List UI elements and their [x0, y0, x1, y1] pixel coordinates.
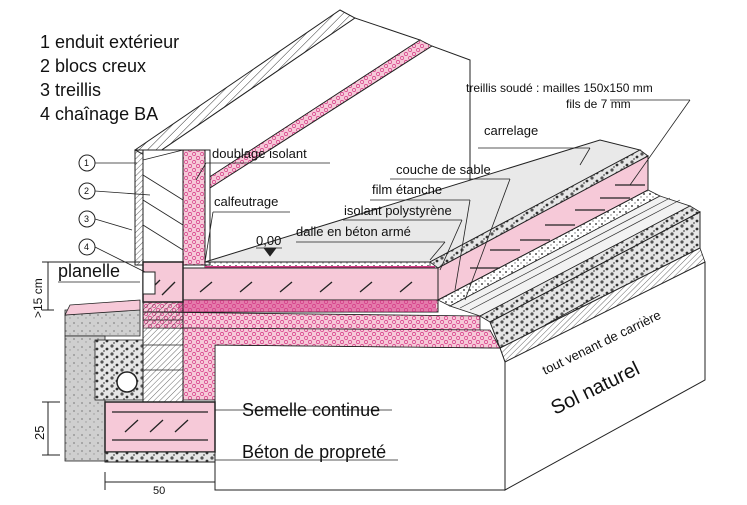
circle-markers: 1 2 3 4	[78, 154, 96, 256]
dimension-25: 25	[32, 426, 47, 440]
label-calfeutrage: calfeutrage	[214, 194, 278, 209]
label-dalle-beton-arme: dalle en béton armé	[296, 224, 411, 239]
doublage-isolant-section	[182, 149, 206, 266]
dimension-15cm: >15 cm	[31, 278, 45, 318]
slab	[142, 139, 692, 317]
semelle-shape	[104, 401, 216, 453]
legend: 1 enduit extérieur 2 blocs creux 3 treil…	[40, 32, 179, 124]
legend-item: 3 treillis	[40, 80, 101, 100]
label-niveau-zero: 0,00	[256, 233, 281, 248]
label-doublage-isolant: doublage isolant	[212, 146, 307, 161]
label-couche-sable: couche de sable	[396, 162, 491, 177]
label-planelle: planelle	[58, 261, 120, 281]
label-beton-proprete: Béton de propreté	[242, 442, 386, 462]
foundation-wall	[64, 261, 216, 463]
circle-number: 1	[84, 158, 89, 168]
enduit-section	[134, 149, 144, 266]
circle-number: 4	[84, 242, 89, 252]
legend-item: 1 enduit extérieur	[40, 32, 179, 52]
label-treillis-soude: treillis soudé : mailles 150x150 mm	[466, 81, 653, 95]
circle-number: 3	[84, 214, 89, 224]
bloc-creux-section	[142, 149, 184, 266]
dimension-50: 50	[153, 485, 165, 497]
label-carrelage: carrelage	[484, 123, 538, 138]
legend-item: 2 blocs creux	[40, 56, 146, 76]
ground	[142, 205, 706, 491]
label-fils: fils de 7 mm	[566, 97, 631, 111]
label-isolant-polystyrene: isolant polystyrène	[344, 203, 452, 218]
marker-leaders	[94, 162, 151, 273]
circle-number: 2	[84, 186, 89, 196]
label-leaders	[58, 99, 691, 461]
legend-item: 4 chaînage BA	[40, 104, 158, 124]
label-semelle-continue: Semelle continue	[242, 400, 380, 420]
drain-pipe-icon	[116, 371, 138, 393]
label-film-etanche: film étanche	[372, 182, 442, 197]
